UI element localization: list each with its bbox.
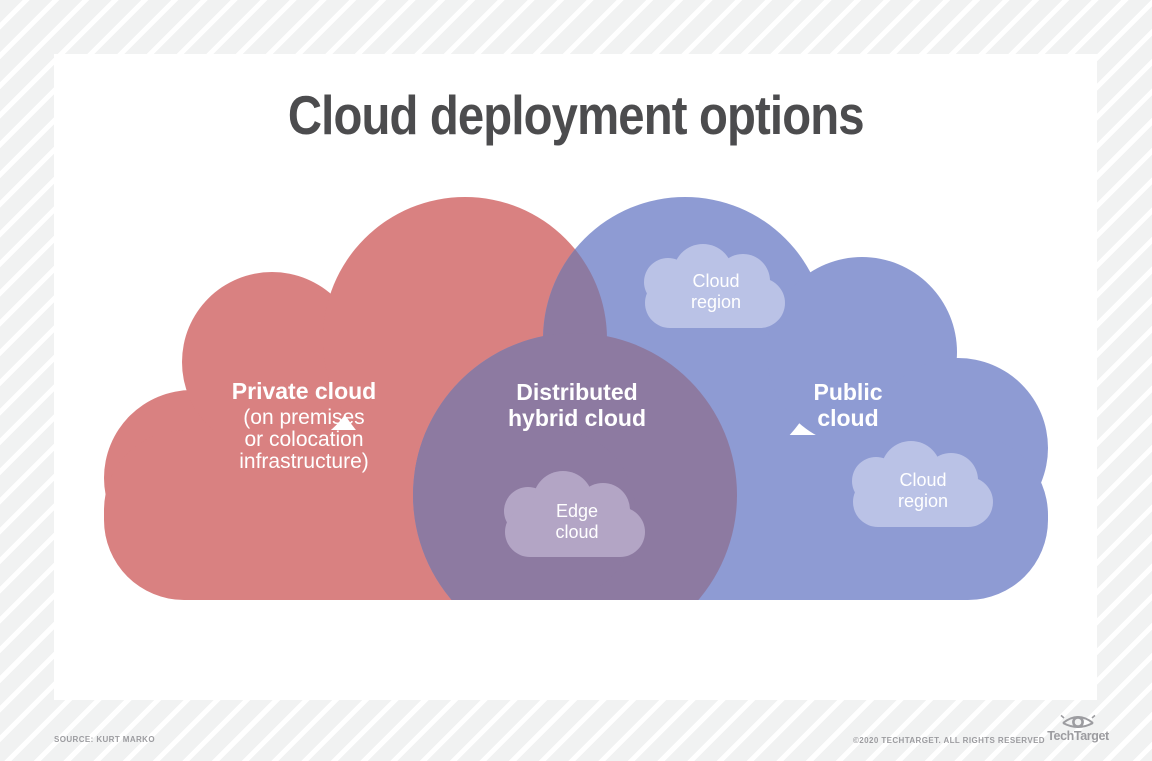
brand-wordmark: TechTarget xyxy=(1047,729,1109,743)
edge-cloud-label: Edge cloud xyxy=(555,501,599,542)
edge-cloud-shape xyxy=(504,471,645,557)
cloud-region-bottom-label: Cloud region xyxy=(897,470,949,511)
private-cloud-sublabel: (on premises or colocation infrastructur… xyxy=(239,406,369,473)
cloud-region-bottom-shape xyxy=(852,441,993,527)
brand-logo: TechTarget xyxy=(1047,712,1109,743)
page-title: Cloud deployment options xyxy=(287,84,865,146)
cloud-region-top-label: Cloud region xyxy=(690,271,742,312)
copyright-note: ©2020 TECHTARGET. ALL RIGHTS RESERVED xyxy=(853,736,1045,745)
title-row: Cloud deployment options xyxy=(54,86,1097,144)
public-cloud-label: Public cloud xyxy=(813,379,883,431)
source-credit: SOURCE: KURT MARKO xyxy=(54,735,155,744)
techtarget-eye-icon xyxy=(1060,714,1096,728)
private-cloud-label: Private cloud xyxy=(231,378,377,404)
cloud-region-top-shape xyxy=(644,244,785,328)
hybrid-cloud-label: Distributed hybrid cloud xyxy=(508,379,646,431)
